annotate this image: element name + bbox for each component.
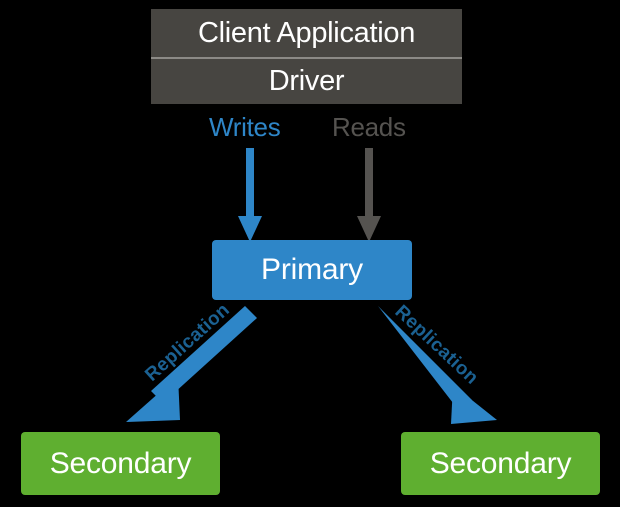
reads-arrow-icon [357,148,381,242]
replication-arrow-right-icon [378,306,497,424]
secondary-node-right-label: Secondary [429,446,572,480]
secondary-node-left: Secondary [21,432,220,495]
replication-label-right: Replication [391,301,483,388]
replication-arrow-left-icon [126,306,257,422]
reads-label: Reads [332,112,406,142]
driver-label: Driver [268,65,345,97]
secondary-node-right: Secondary [401,432,600,495]
secondary-node-left-label: Secondary [49,446,192,480]
writes-arrow-icon [238,148,262,242]
replication-label-left: Replication [141,299,234,385]
primary-node-label: Primary [261,253,363,286]
client-application-box: Client Application Driver [151,9,462,104]
primary-node: Primary [212,240,412,300]
client-application-label: Client Application [151,9,462,59]
writes-label: Writes [209,112,281,142]
